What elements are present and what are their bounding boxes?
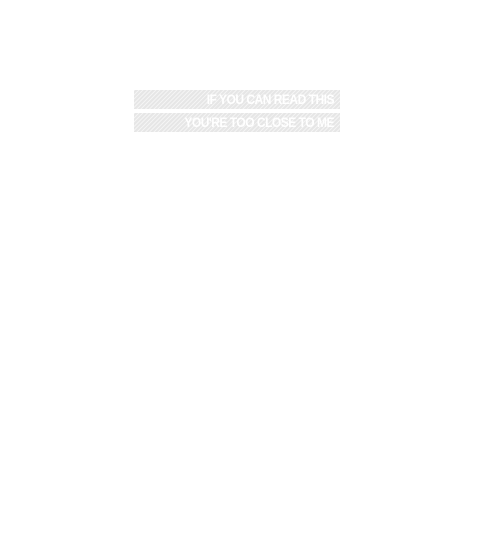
slogan-line-2: YOU'RE TOO CLOSE TO ME	[184, 114, 334, 130]
slogan-band-bottom: YOU'RE TOO CLOSE TO ME	[134, 113, 340, 132]
slogan-line-1: IF YOU CAN READ THIS	[206, 91, 335, 107]
slogan-graphic: IF YOU CAN READ THIS YOU'RE TOO CLOSE TO…	[134, 90, 340, 136]
slogan-band-top: IF YOU CAN READ THIS	[134, 90, 340, 109]
